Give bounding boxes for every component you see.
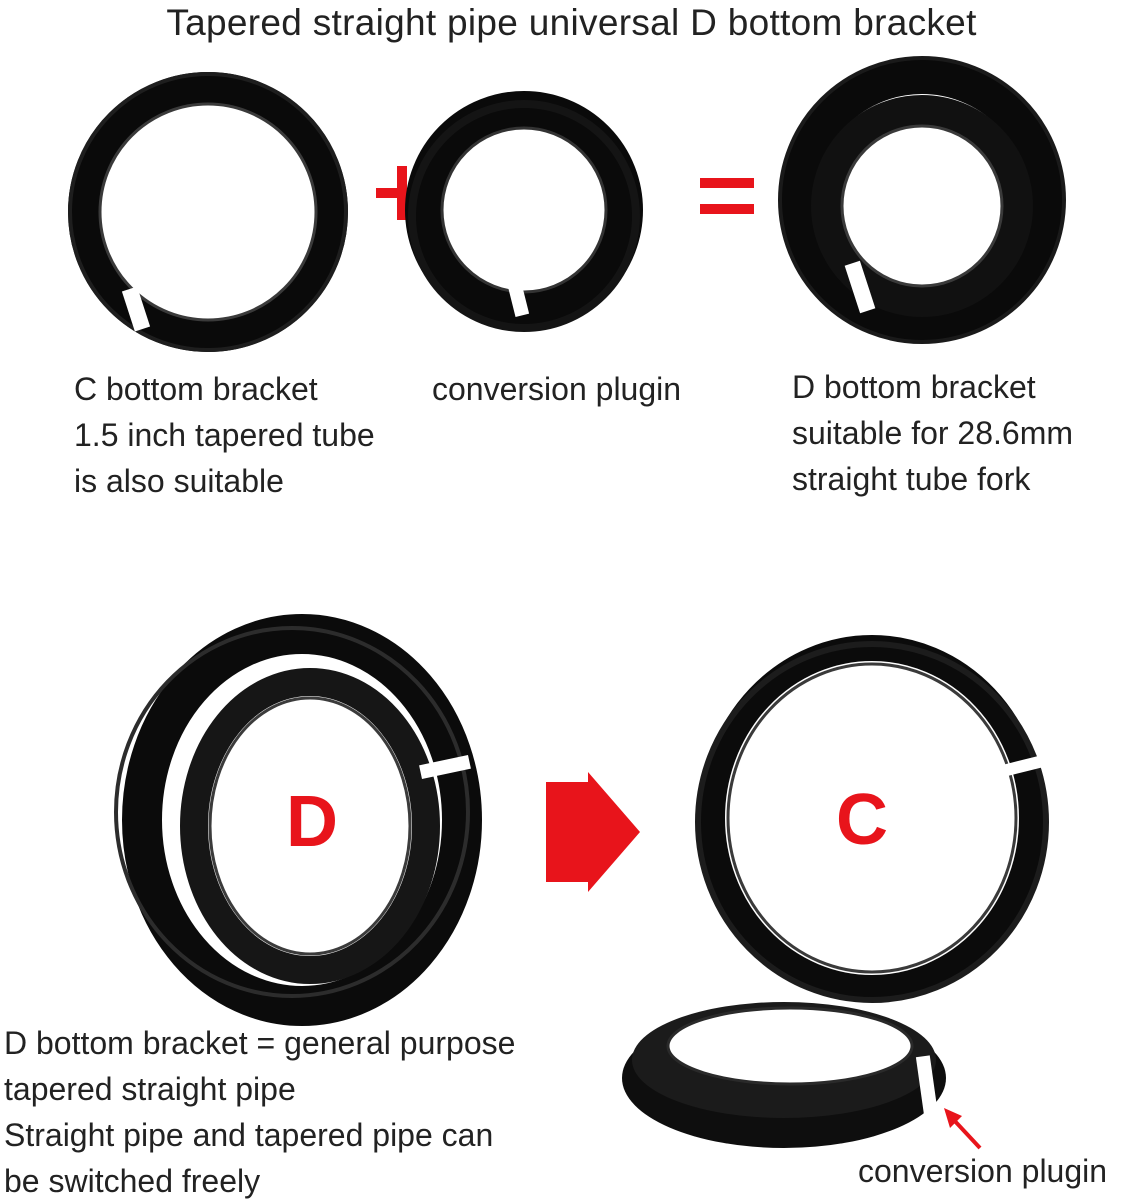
letter-d: D [286, 782, 338, 862]
conversion-plugin-perspective-ring [622, 1002, 946, 1148]
d-bracket-perspective-ring: D [114, 614, 482, 1026]
caption-line: D bottom bracket [792, 369, 1036, 405]
caption-line: conversion plugin [432, 371, 682, 407]
conversion-plugin-ring [405, 91, 643, 332]
pointer-arrow-icon [944, 1108, 982, 1150]
arrow-right-icon [546, 772, 640, 892]
plugin-caption: conversion plugin [432, 366, 681, 412]
caption-line: is also suitable [74, 463, 284, 499]
equals-icon [700, 178, 754, 214]
c-bottom-bracket-ring [68, 72, 348, 352]
c-bracket-perspective-ring: C [695, 635, 1049, 1003]
d-bracket-caption: D bottom bracket suitable for 28.6mm str… [792, 364, 1073, 502]
caption-line: suitable for 28.6mm [792, 415, 1074, 451]
caption-line: 1.5 inch tapered tube [74, 417, 375, 453]
page-title: Tapered straight pipe universal D bottom… [166, 2, 977, 43]
description-text: D bottom bracket = general purpose taper… [4, 1020, 515, 1204]
description-line: tapered straight pipe [4, 1071, 296, 1107]
description-line: Straight pipe and tapered pipe can [4, 1117, 494, 1153]
plugin-label: conversion plugin [858, 1153, 1108, 1189]
caption-line: C bottom bracket [74, 371, 318, 407]
plus-icon [376, 166, 428, 220]
caption-line: straight tube fork [792, 461, 1031, 497]
letter-c: C [836, 780, 888, 860]
description-line: D bottom bracket = general purpose [4, 1025, 516, 1061]
description-line: be switched freely [4, 1163, 261, 1199]
c-bracket-caption: C bottom bracket 1.5 inch tapered tube i… [74, 366, 375, 504]
d-bottom-bracket-ring [778, 56, 1066, 344]
